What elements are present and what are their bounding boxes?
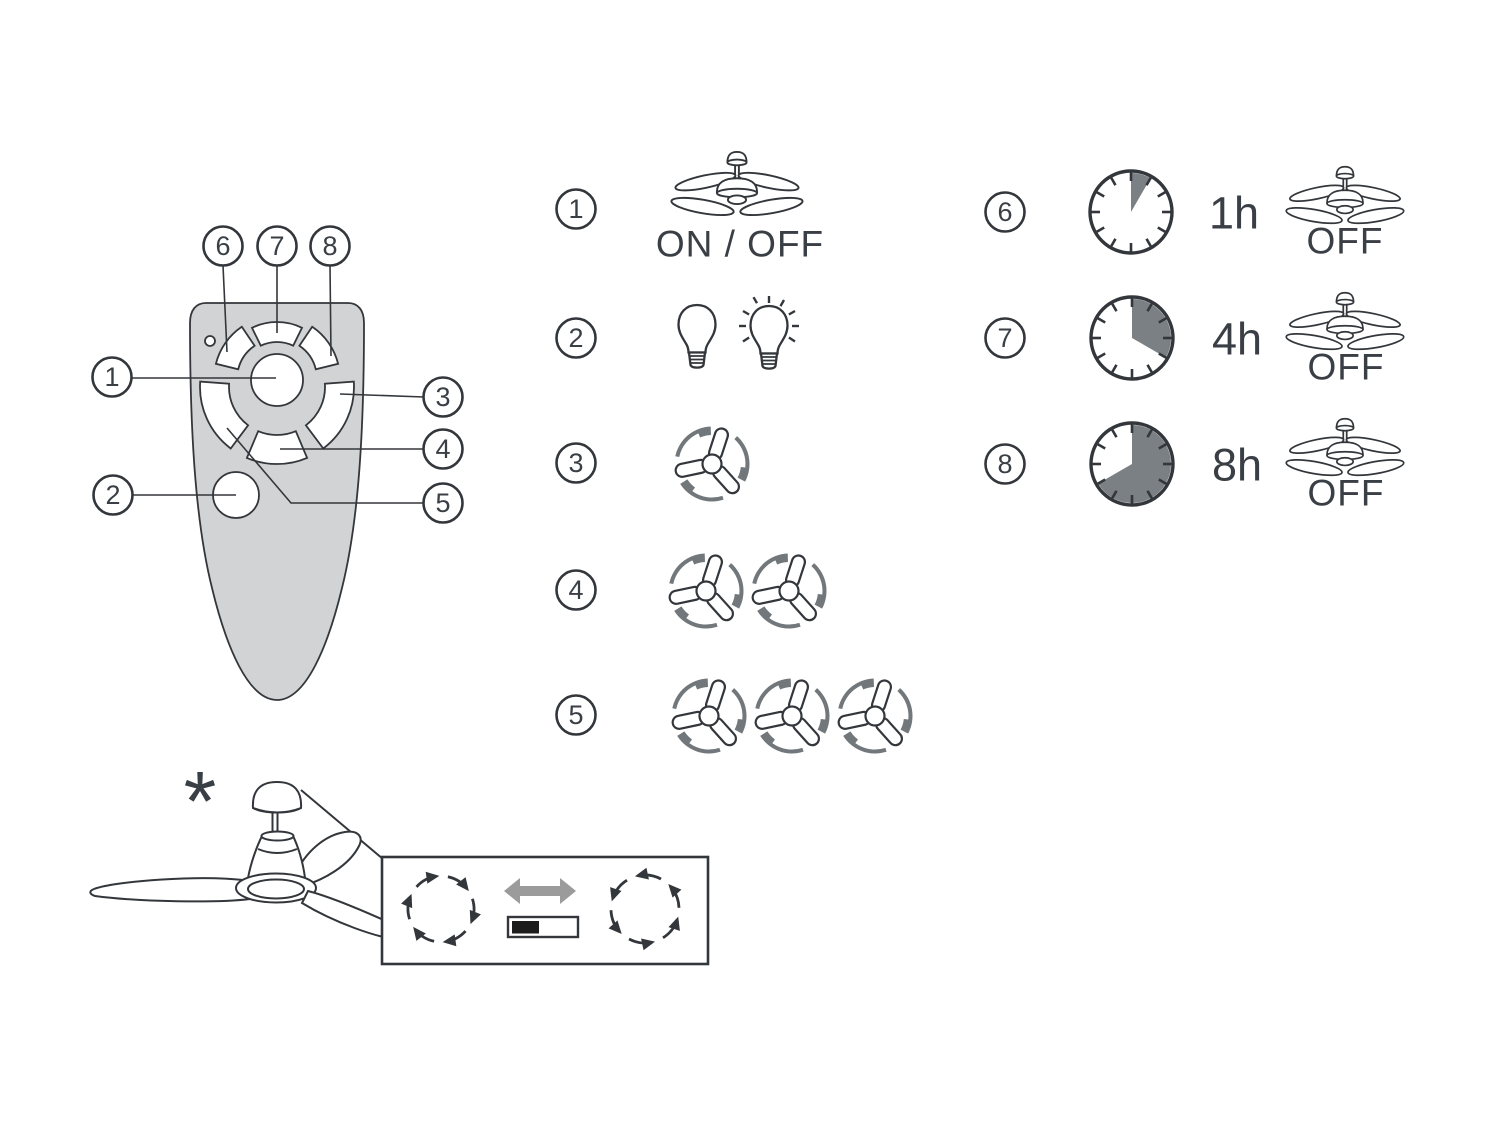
legend-row-3-number: 3 bbox=[568, 448, 583, 478]
legend-row-2-badge: 2 bbox=[555, 317, 597, 359]
callout-1: 1 bbox=[91, 356, 133, 398]
legend-rows: 1 ON / OFF 2 3 4 5 bbox=[555, 150, 914, 764]
remote-body bbox=[189, 302, 365, 701]
legend-row-4-number: 4 bbox=[568, 575, 583, 605]
timer-row-7-badge: 7 bbox=[984, 317, 1026, 359]
timer-row-8-number: 8 bbox=[997, 449, 1012, 479]
callout-3: 3 bbox=[422, 376, 464, 418]
callout-5-label: 5 bbox=[435, 488, 450, 518]
remote-figure: 1 2 3 4 5 6 7 8 bbox=[91, 225, 464, 701]
remote-button-8 bbox=[298, 325, 340, 371]
fan-speed-1-icons bbox=[667, 421, 751, 512]
timer-row-6-number: 6 bbox=[997, 197, 1012, 227]
fan-onoff-label: ON / OFF bbox=[656, 224, 824, 265]
remote-button-4 bbox=[245, 430, 309, 465]
footnote-marker: * bbox=[184, 754, 217, 848]
timer-row-7-number: 7 bbox=[997, 323, 1012, 353]
direction-toggle-arrow-icon bbox=[504, 878, 576, 904]
bulb-on-icon bbox=[739, 296, 799, 369]
fan-off-label-1h: OFF bbox=[1307, 221, 1384, 262]
callout-2: 2 bbox=[92, 474, 134, 516]
remote-button-6 bbox=[214, 325, 256, 371]
reverse-fan-illustration bbox=[89, 780, 418, 943]
callout-6: 6 bbox=[202, 225, 244, 267]
legend-row-1-number: 1 bbox=[568, 194, 583, 224]
legend-row-2-number: 2 bbox=[568, 323, 583, 353]
timer-row-6-badge: 6 bbox=[984, 191, 1026, 233]
remote-button-5 bbox=[199, 380, 250, 450]
fan-off-label-4h: OFF bbox=[1308, 347, 1385, 388]
callout-6-label: 6 bbox=[215, 231, 230, 261]
timer-row-8-badge: 8 bbox=[984, 443, 1026, 485]
timer-rows: 6 1h OFF 7 4h OFF 8 8h OFF bbox=[984, 165, 1406, 514]
callout-7-label: 7 bbox=[269, 231, 284, 261]
fan-speed-3-icons bbox=[664, 673, 914, 764]
rotate-counterclockwise-icon bbox=[608, 867, 682, 951]
timer-1h-label: 1h bbox=[1209, 188, 1259, 239]
legend-row-3-badge: 3 bbox=[555, 442, 597, 484]
fan-off-label-8h: OFF bbox=[1308, 473, 1385, 514]
fan-off-icon-4h bbox=[1284, 291, 1406, 354]
callout-8: 8 bbox=[309, 225, 351, 267]
timer-clock-4h-icon bbox=[1089, 295, 1175, 381]
fan-off-icon-8h bbox=[1284, 417, 1406, 480]
rotate-clockwise-icon bbox=[401, 871, 481, 947]
callout-5: 5 bbox=[422, 482, 464, 524]
timer-8h-label: 8h bbox=[1212, 440, 1262, 491]
timer-4h-label: 4h bbox=[1212, 314, 1262, 365]
direction-box bbox=[380, 855, 710, 966]
callout-lines bbox=[131, 265, 425, 504]
remote-button-cluster bbox=[199, 321, 355, 465]
callout-8-label: 8 bbox=[322, 231, 337, 261]
remote-button-1 bbox=[250, 353, 304, 407]
timer-clock-8h-icon bbox=[1089, 421, 1175, 507]
legend-row-4-badge: 4 bbox=[555, 569, 597, 611]
legend-row-1-badge: 1 bbox=[555, 188, 597, 230]
callout-2-label: 2 bbox=[105, 480, 120, 510]
remote-button-7 bbox=[250, 321, 304, 347]
remote-led-indicator bbox=[204, 335, 216, 347]
fan-speed-2-icons bbox=[661, 548, 828, 639]
direction-switch-icon bbox=[506, 915, 580, 939]
legend-row-5-number: 5 bbox=[568, 700, 583, 730]
ceiling-fan-icon bbox=[669, 150, 805, 220]
direction-figure: * bbox=[89, 754, 710, 966]
callout-4-label: 4 bbox=[435, 434, 450, 464]
callout-4: 4 bbox=[422, 428, 464, 470]
callout-7: 7 bbox=[256, 225, 298, 267]
timer-clock-1h-icon bbox=[1088, 169, 1174, 255]
fan-off-icon-1h bbox=[1284, 165, 1406, 228]
callout-3-label: 3 bbox=[435, 382, 450, 412]
legend-row-5-badge: 5 bbox=[555, 694, 597, 736]
bulb-off-icon bbox=[677, 303, 717, 369]
callout-1-label: 1 bbox=[104, 362, 119, 392]
